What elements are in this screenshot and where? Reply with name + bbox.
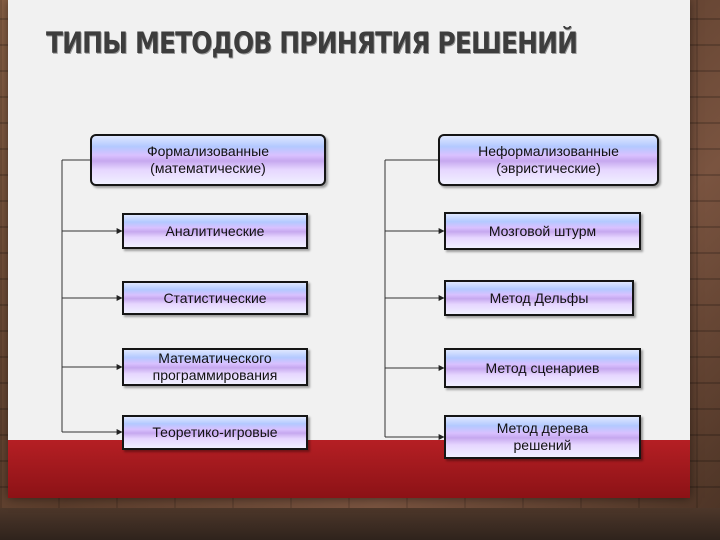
left-item-label: Статистические — [163, 290, 266, 307]
background-bottom-strip — [0, 508, 720, 540]
left-item-label: Аналитические — [166, 223, 265, 240]
right-item-box-4: Метод дерева решений — [444, 415, 641, 459]
left-header-label: Формализованные (математические) — [147, 143, 269, 177]
left-item-box-4: Теоретико-игровые — [122, 415, 308, 450]
left-item-box-1: Аналитические — [122, 213, 308, 249]
right-item-box-3: Метод сценариев — [444, 348, 641, 388]
left-item-box-3: Математического программирования — [122, 348, 308, 386]
right-item-box-2: Метод Дельфы — [444, 280, 634, 316]
slide-card: ТИПЫ МЕТОДОВ ПРИНЯТИЯ РЕШЕНИЙ Формализов… — [8, 0, 690, 498]
left-item-box-2: Статистические — [122, 281, 308, 315]
right-header-label: Неформализованные (эвристические) — [478, 143, 619, 177]
left-item-label: Математического программирования — [153, 350, 278, 384]
right-item-label: Метод сценариев — [486, 360, 600, 377]
left-item-label: Теоретико-игровые — [152, 424, 277, 441]
right-item-box-1: Мозговой штурм — [444, 212, 641, 250]
right-item-label: Метод дерева решений — [497, 420, 589, 454]
right-item-label: Мозговой штурм — [489, 223, 596, 240]
right-item-label: Метод Дельфы — [490, 290, 589, 307]
right-header-box: Неформализованные (эвристические) — [438, 134, 659, 186]
left-header-box: Формализованные (математические) — [90, 134, 326, 186]
